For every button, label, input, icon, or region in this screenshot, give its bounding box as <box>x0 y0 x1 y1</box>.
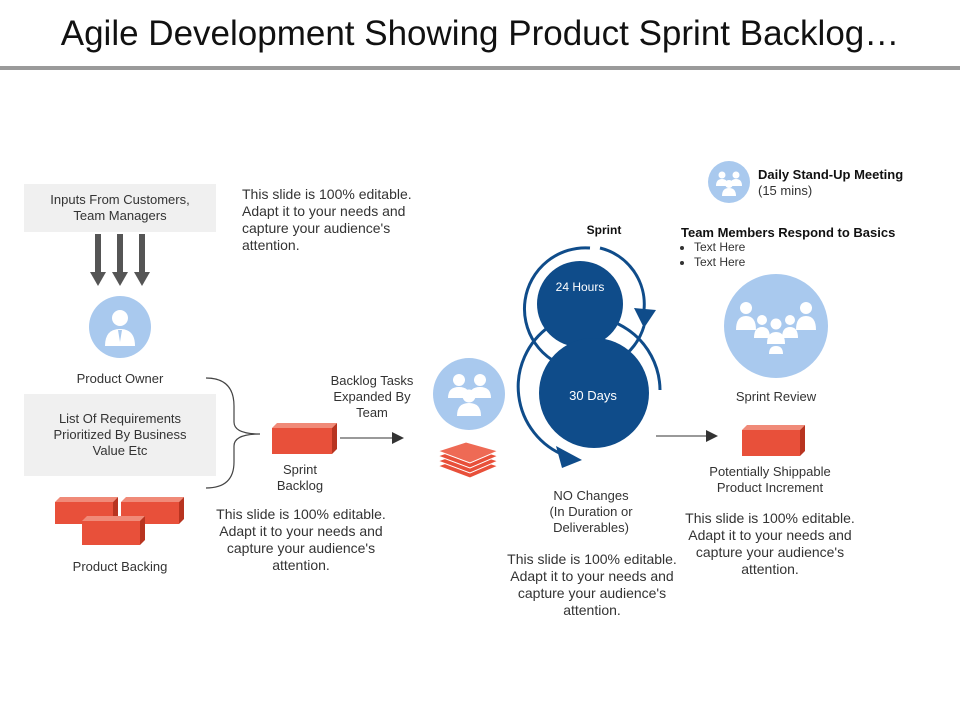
placeholder-text-sprint-backlog: This slide is 100% editable. Adapt it to… <box>216 506 386 573</box>
arrow-to-tasks-icon <box>340 432 404 444</box>
standup-duration: (15 mins) <box>758 183 813 198</box>
standup-team-icon <box>708 161 750 203</box>
product-owner-label: Product Owner <box>76 371 164 386</box>
sprint-review-label: Sprint Review <box>735 389 817 404</box>
sprint-backlog-brick-icon <box>272 423 337 454</box>
inputs-box: Inputs From Customers, Team Managers <box>24 184 216 232</box>
requirements-box-text: List Of Requirements Prioritized By Busi… <box>53 411 187 458</box>
placeholder-text-right: This slide is 100% editable. Adapt it to… <box>685 510 855 577</box>
arrow-to-increment-icon <box>656 430 718 442</box>
product-owner-icon <box>89 296 151 358</box>
backlog-tasks-label: Backlog Tasks Expanded By Team <box>330 373 414 420</box>
team-members-bullets: Text Here Text Here <box>680 240 894 270</box>
days-label: 30 Days <box>569 388 617 403</box>
team-icon <box>433 358 505 430</box>
increment-brick-icon <box>742 425 805 456</box>
no-changes-label: NO Changes <box>553 488 629 503</box>
sprint-review-icon <box>724 274 828 378</box>
task-stack-icon <box>436 441 500 479</box>
standup-title: Daily Stand-Up Meeting <box>758 167 904 182</box>
sprint-label: Sprint <box>586 223 622 237</box>
hours-label: 24 Hours <box>555 280 605 294</box>
inputs-box-text: Inputs From Customers, Team Managers <box>50 192 190 223</box>
title-divider <box>0 66 960 70</box>
team-members-title: Team Members Respond to Basics <box>681 225 896 240</box>
brace-connector <box>205 377 261 489</box>
product-backing-bricks-icon <box>55 497 184 545</box>
no-changes-detail: (In Duration or Deliverables) <box>549 504 633 535</box>
page-title: Agile Development Showing Product Sprint… <box>60 14 900 53</box>
placeholder-text-center: This slide is 100% editable. Adapt it to… <box>507 551 677 618</box>
product-backing-label: Product Backing <box>72 559 168 574</box>
shippable-label: Potentially Shippable Product Increment <box>709 464 831 495</box>
sprint-backlog-label: Sprint Backlog <box>276 462 324 493</box>
bullet-item: Text Here <box>694 240 894 255</box>
bullet-item: Text Here <box>694 255 894 270</box>
input-arrows-icon <box>90 234 150 286</box>
requirements-box: List Of Requirements Prioritized By Busi… <box>24 394 216 476</box>
placeholder-text-top: This slide is 100% editable. Adapt it to… <box>242 186 412 253</box>
sprint-cycle-diagram <box>516 246 662 468</box>
